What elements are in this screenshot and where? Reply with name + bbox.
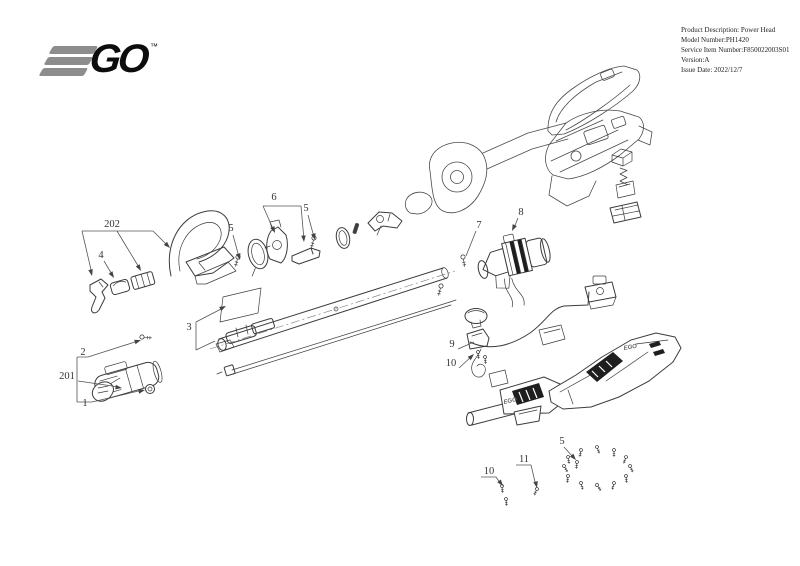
callout-5-handle: 5 [228, 223, 233, 234]
part-tube-screw [433, 282, 447, 296]
part-cam-lever [291, 247, 321, 265]
part-aux-handle [168, 210, 237, 285]
callout-4: 4 [98, 250, 104, 261]
callout-8: 8 [518, 207, 523, 218]
part-screw-set [561, 444, 636, 491]
part-decal-label [219, 287, 262, 323]
part-motor-assembly [477, 233, 551, 308]
callout-11: 11 [519, 454, 529, 465]
arrow-202a [88, 269, 95, 277]
callout-5-set: 5 [559, 436, 564, 447]
leader-201 [77, 380, 120, 388]
leader-5a [232, 234, 240, 258]
leader-202 [81, 230, 170, 275]
part-handle-bracket [130, 271, 156, 290]
leader-11 [516, 464, 537, 487]
service-item-number: Service Item Number:F850022003S01 [681, 46, 790, 54]
version: Version:A [681, 56, 710, 64]
arrow-8 [509, 224, 517, 232]
leader-2-1-bracket [76, 340, 144, 403]
arrow-202b [135, 264, 143, 273]
part-top-cover [547, 65, 641, 136]
ego-logo: GO ™ [36, 37, 158, 81]
part-lock-button [611, 148, 633, 167]
part-shaft-tube [209, 267, 456, 353]
part-coupler [91, 360, 163, 402]
callout-5-clamp: 5 [303, 203, 308, 214]
issue-date: Issue Date: 2022/12/7 [681, 66, 743, 74]
part-switch-harness [464, 275, 617, 388]
leader-6 [262, 205, 305, 241]
part-motor-screw [456, 253, 471, 267]
body-marking-front: EGO [503, 397, 518, 406]
callout-2: 2 [80, 347, 85, 358]
part-connector-block [609, 201, 642, 224]
model-number: Model Number:PH1420 [681, 36, 749, 44]
callout-9: 9 [449, 339, 454, 350]
part-gasket [405, 191, 433, 215]
product-info-block: Product Description: Power Head Model Nu… [681, 25, 799, 75]
callout-202: 202 [104, 219, 120, 230]
part-handle-cap [109, 278, 131, 296]
part-small-ring [335, 227, 351, 249]
logo-trademark: ™ [150, 42, 158, 51]
part-harness-screw-2 [480, 354, 490, 364]
body-marking-rear: EGO [623, 344, 638, 352]
part-ring-clamp [247, 238, 269, 277]
arrow-6b [301, 235, 307, 243]
part-housing-screw-long [531, 486, 541, 496]
leader-10b [481, 476, 502, 485]
arrow-4 [108, 271, 116, 280]
part-pin [352, 223, 360, 234]
leader-3 [195, 307, 224, 351]
callout-1: 1 [82, 398, 87, 409]
callout-7: 7 [476, 220, 481, 231]
callout-6: 6 [271, 192, 276, 203]
callout-201: 201 [59, 371, 75, 382]
part-flex-drive-shaft [216, 299, 457, 377]
part-spring [619, 167, 628, 185]
part-coupler-washer [145, 384, 155, 394]
product-description: Product Description: Power Head [681, 26, 776, 34]
part-housing-screw-b [501, 496, 511, 506]
part-hanger-hook [89, 278, 109, 314]
leader-7 [465, 230, 477, 257]
leader-5b [307, 214, 315, 238]
callout-10-harness: 10 [446, 358, 457, 369]
part-coupler-screw [138, 330, 152, 344]
part-assembled-body: EGO EGO [466, 332, 682, 426]
callout-3: 3 [186, 322, 191, 333]
leader-9 [457, 341, 475, 350]
part-trigger-lever [367, 211, 403, 236]
part-harness-screw-1 [473, 349, 483, 359]
part-main-housing [429, 109, 653, 214]
arrow-3 [219, 303, 228, 312]
callout-10-housing: 10 [484, 466, 495, 477]
part-plate [615, 180, 636, 199]
part-clamp [264, 219, 288, 264]
